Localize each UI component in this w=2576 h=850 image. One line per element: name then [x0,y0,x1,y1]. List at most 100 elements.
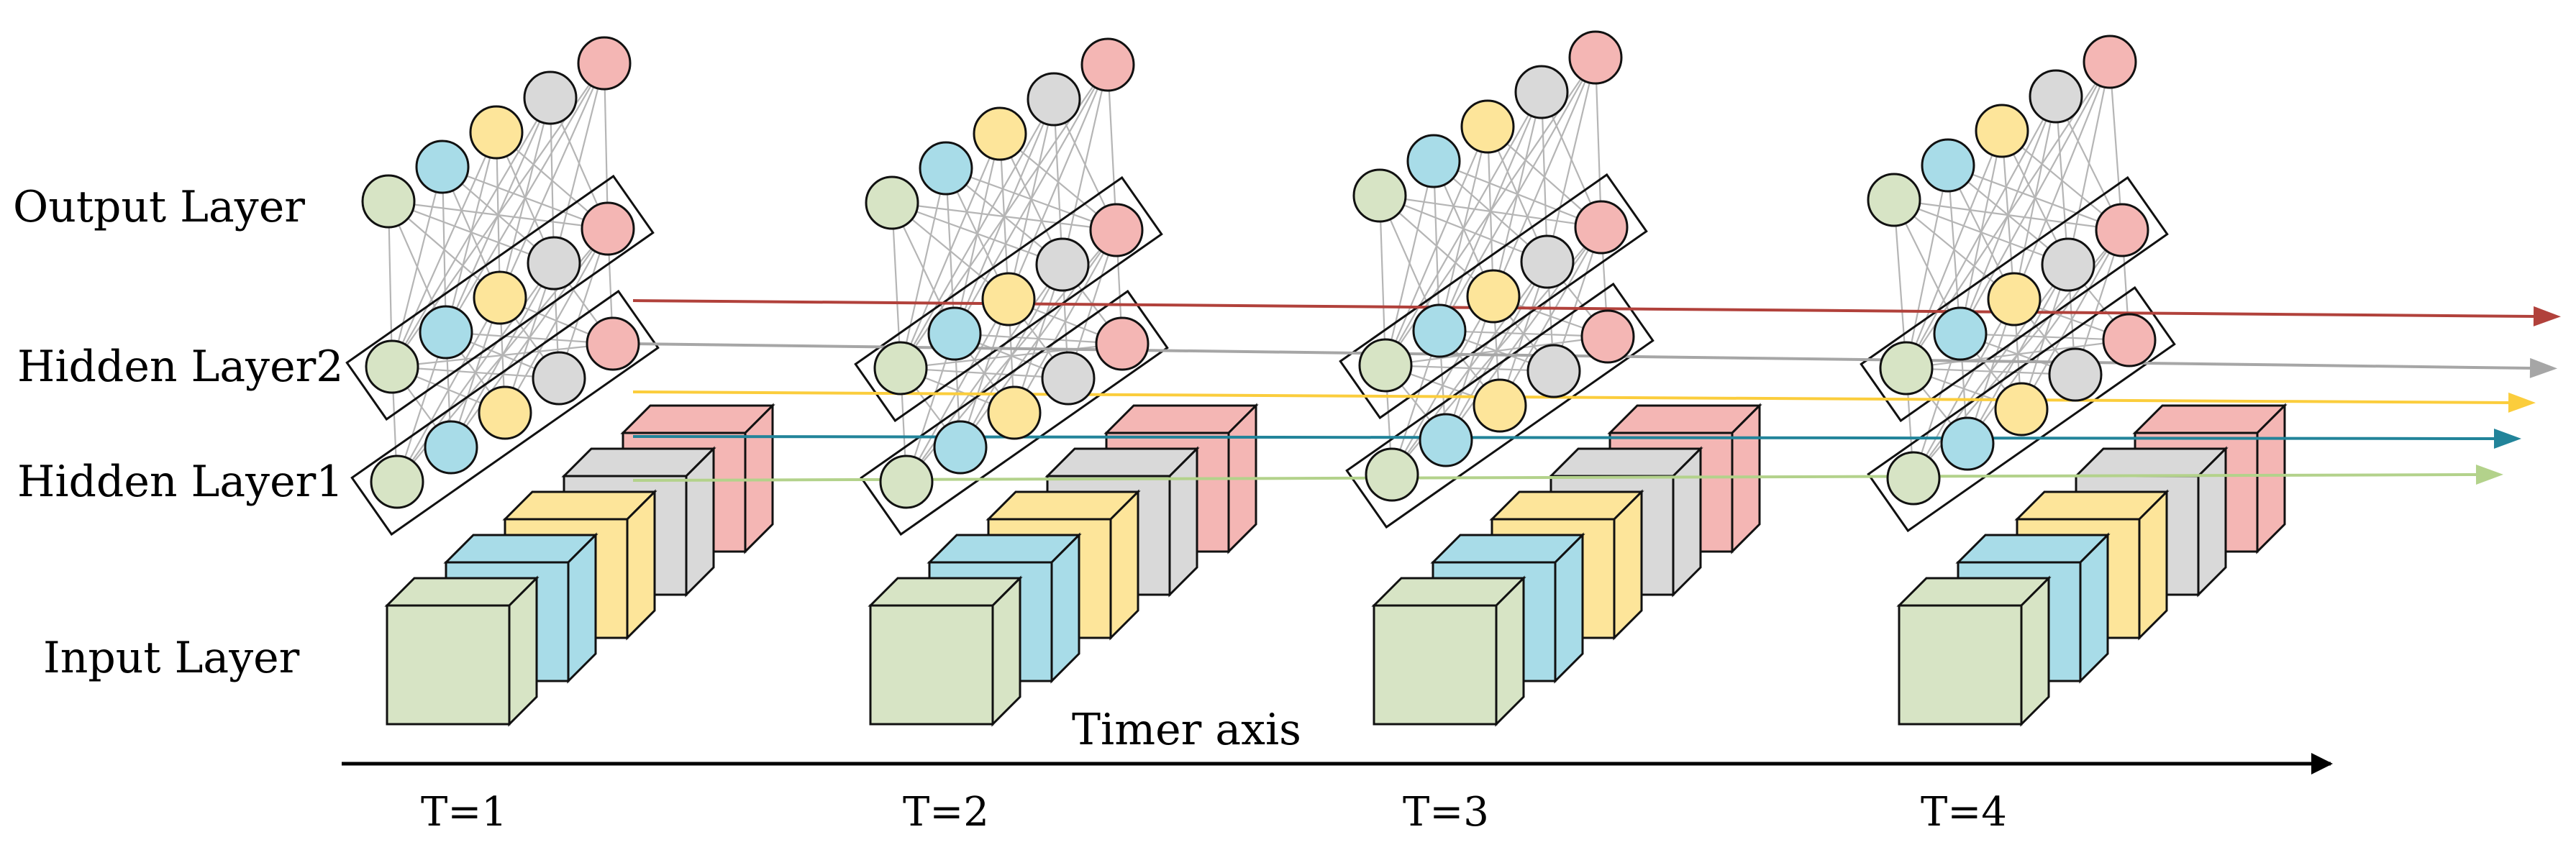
output-node-t1-yellow [469,105,524,160]
hidden1-node-t1-pink [586,316,640,371]
edge-t2 [899,168,947,369]
recurrent-arrow-green [632,473,2480,482]
edge-t4 [2108,61,2124,231]
hidden-layer1-frame-t1 [350,289,660,536]
timer-axis-label: Timer axis [1072,705,1301,755]
edge-t2 [1061,64,1109,265]
output-node-t3-yellow [1460,99,1515,154]
hidden1-node-t4-green [1886,451,1941,506]
hidden2-node-t4-yellow [1987,272,2042,326]
edge-t1 [387,201,393,367]
hidden1-node-t4-pink [2102,313,2157,367]
edge-t2 [1007,64,1109,300]
output-node-t2-pink [1080,37,1135,92]
recurrent-arrow-red [632,299,2537,318]
hidden2-node-t2-blue [927,306,982,361]
edge-t2 [899,133,1001,369]
hidden2-node-t2-yellow [981,272,1036,326]
hidden1-node-t1-gray [532,351,586,406]
hidden1-node-t3-pink [1580,309,1635,364]
output-layer-label: Output Layer [13,182,305,232]
hidden1-node-t1-yellow [478,385,532,440]
input-cube-t2-green [868,575,1023,727]
hidden-layer2-frame-t4 [1860,175,2169,423]
hidden1-node-t2-pink [1095,316,1150,371]
edge-t4 [1893,199,1908,369]
edge-t4 [1906,96,2057,369]
hidden-layer1-frame-t2 [860,289,1169,536]
hidden2-node-t3-gray [1520,234,1575,289]
hidden-layer1-label: Hidden Layer1 [17,457,343,507]
hidden-layer2-label: Hidden Layer2 [17,342,343,392]
hidden2-node-t4-blue [1933,306,1988,361]
hidden2-node-t2-green [873,341,928,396]
input-cube-t3-green [1371,575,1526,727]
hidden1-node-t3-blue [1419,413,1473,467]
hidden1-node-t4-blue [1940,416,1995,471]
edge-t3 [1546,57,1597,262]
edge-t4 [2013,61,2111,300]
recurrent-arrowhead-red [2533,306,2561,326]
edge-t4 [1905,165,1949,369]
edge-t3 [1445,227,1602,441]
recurrent-arrowhead-green [2475,465,2503,485]
output-node-t4-blue [1921,138,1975,193]
hidden2-node-t1-gray [527,236,581,291]
hidden1-node-t3-yellow [1473,378,1527,433]
time-step-label-2: T=2 [903,789,989,836]
hidden1-node-t3-gray [1526,344,1581,398]
recurrent-arrowhead-teal [2493,428,2521,449]
edge-t1 [396,297,501,483]
output-node-t4-yellow [1975,104,2029,158]
edge-t1 [445,63,605,333]
output-node-t1-gray [523,70,578,125]
input-cube-t1-green [384,575,540,727]
edge-t1 [391,97,551,367]
recurrent-arrow-yellow [632,390,2512,404]
hidden2-node-t4-green [1879,341,1934,396]
hidden2-node-t3-blue [1412,303,1467,358]
hidden2-node-t2-pink [1089,203,1144,257]
input-layer-label: Input Layer [43,633,300,683]
edge-t4 [1913,264,2069,479]
output-node-t1-blue [415,140,470,194]
edge-t3 [1384,160,1435,366]
edge-t1 [603,63,609,229]
input-cubes [384,403,2288,727]
edge-t4 [2067,61,2111,265]
edge-t3 [1439,57,1596,332]
edge-t3 [1384,126,1489,366]
hidden-layer2-frame-t1 [345,174,655,421]
edge-t2 [906,298,1009,483]
hidden2-node-t3-yellow [1466,269,1521,324]
edge-t1 [396,262,555,483]
edge-t3 [1391,296,1494,475]
edge-t2 [954,64,1109,334]
edge-t3 [1492,57,1597,297]
output-node-t4-gray [2029,69,2083,124]
edge-t2 [960,229,1117,448]
output-node-t2-blue [919,141,973,196]
hidden2-node-t2-gray [1035,237,1090,292]
edge-t2 [906,264,1063,483]
edge-t4 [1967,229,2123,444]
time-step-label-4: T=4 [1921,789,2007,836]
edge-t1 [391,166,444,367]
hidden2-node-t1-blue [419,305,473,360]
hidden1-node-t4-gray [2048,347,2103,402]
output-node-t4-pink [2083,35,2137,89]
hidden1-node-t4-yellow [1994,382,2049,437]
edge-t3 [1378,195,1387,366]
edge-t1 [391,132,498,367]
output-node-t2-gray [1027,72,1081,127]
hidden1-node-t2-gray [1041,351,1096,406]
edge-t3 [1385,91,1542,366]
edge-t1 [504,228,609,413]
hidden-layer1-frame-t3 [1345,282,1655,529]
hidden-layer2-frame-t3 [1339,173,1648,420]
output-node-t3-green [1352,168,1407,223]
edge-t3 [1391,261,1548,475]
edge-t2 [891,202,902,369]
time-step-label-3: T=3 [1403,789,1489,836]
